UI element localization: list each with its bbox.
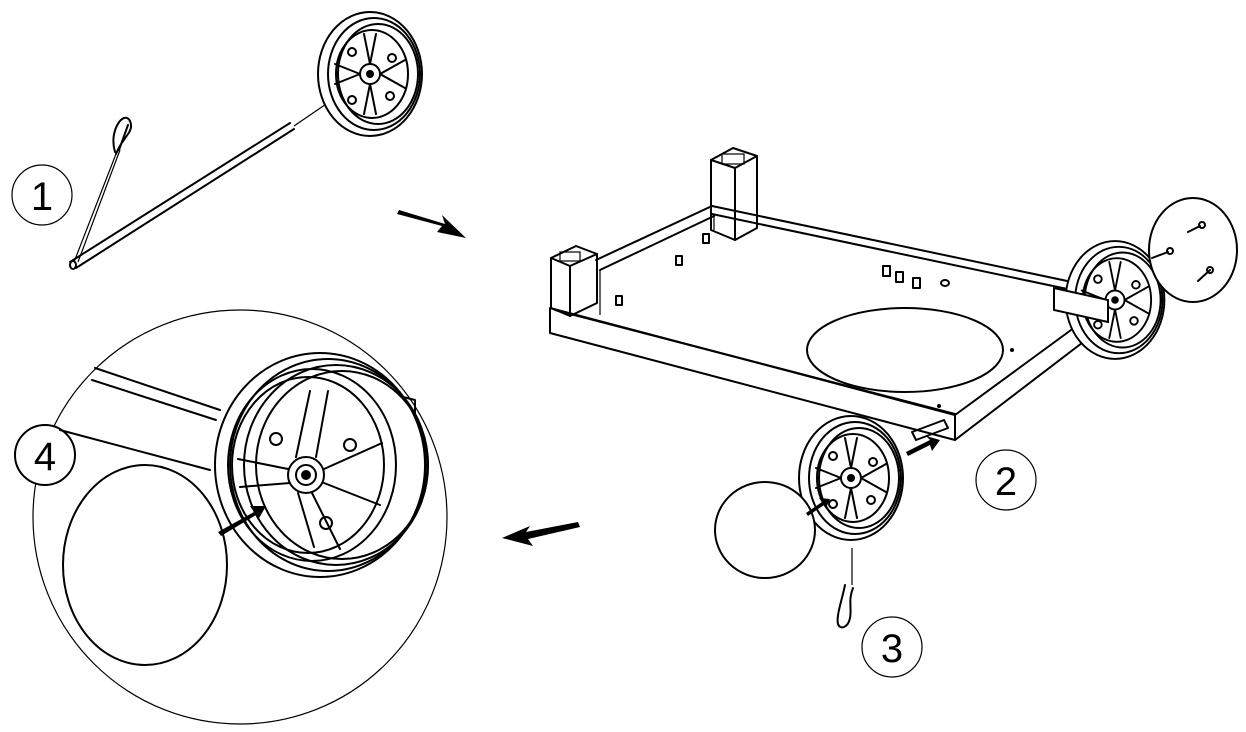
step-3-group: 3 xyxy=(714,481,923,678)
step-1-circle xyxy=(11,164,73,226)
detail-circle xyxy=(32,309,448,725)
arrow-icon-1 xyxy=(397,210,466,238)
arrow-icon-5 xyxy=(218,506,266,536)
detail-frame-rail xyxy=(59,367,221,471)
detail-hole xyxy=(62,464,228,666)
axle-rod-icon xyxy=(69,97,336,270)
hitch-pin-icon-3 xyxy=(836,584,854,629)
step-1-group: 1 xyxy=(11,11,466,270)
step-4-label: 4 xyxy=(34,435,56,479)
detail-wheel-icon xyxy=(214,352,429,578)
step-4-group: 4 xyxy=(14,309,448,725)
step-4-circle xyxy=(14,424,76,486)
bolt-icons xyxy=(615,233,1014,408)
corner-post-back xyxy=(710,147,758,241)
step-3-label: 3 xyxy=(881,627,903,671)
arrow-icon-3 xyxy=(806,498,830,516)
pin-icons-right xyxy=(1151,221,1214,282)
hubcap-icon-right xyxy=(1148,197,1238,303)
step-2-circle xyxy=(975,449,1037,511)
hitch-pin-icon xyxy=(73,116,132,263)
cart-frame-icon xyxy=(549,147,1238,441)
step-2-label: 2 xyxy=(995,460,1017,504)
arrow-icon-4 xyxy=(502,522,580,546)
arrow-icon-2 xyxy=(906,436,940,456)
step-1-label: 1 xyxy=(31,175,53,219)
step-3-circle xyxy=(861,616,923,678)
hubcap-icon-3 xyxy=(714,481,816,579)
step-2-group: 2 xyxy=(798,415,1037,541)
axle-stub-icon xyxy=(911,419,949,441)
wheel-icon-1 xyxy=(317,11,423,137)
corner-post-left xyxy=(550,245,598,317)
frame-hole xyxy=(806,307,1004,393)
